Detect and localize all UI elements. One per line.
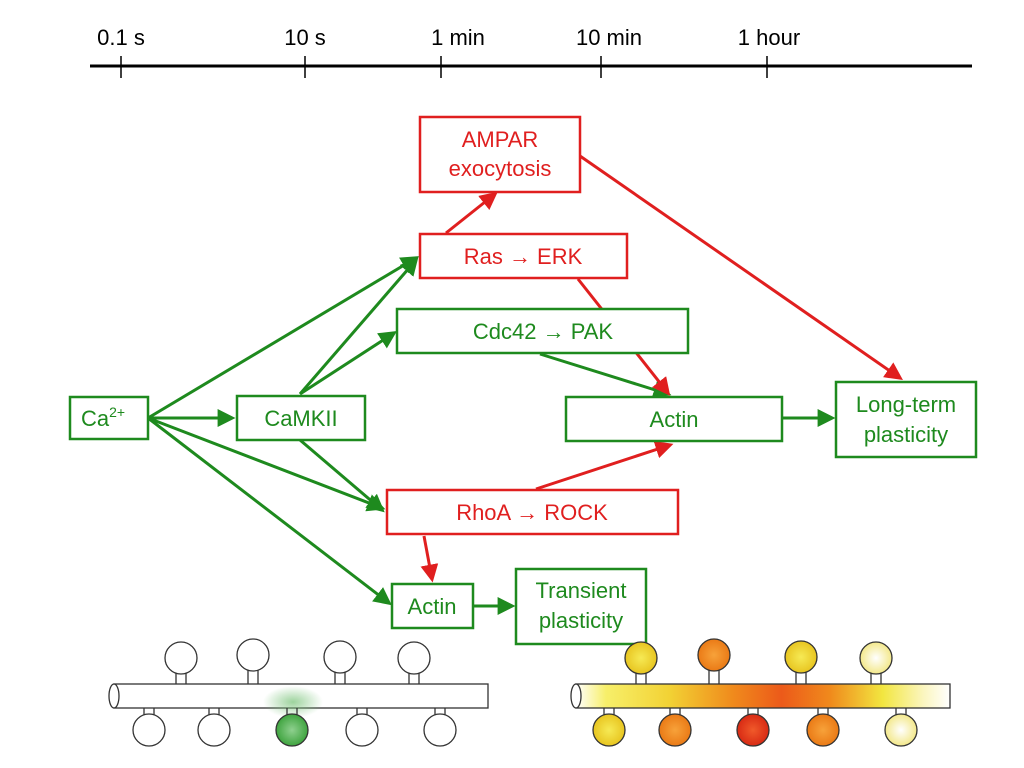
edge-ras-to-ampar xyxy=(445,191,498,235)
dendrite-long-term-illustration xyxy=(570,638,951,747)
dendritic-spine xyxy=(592,713,626,747)
tick-label: 1 min xyxy=(431,25,485,50)
node-cdc42-pak: Cdc42 → PAK xyxy=(395,307,690,355)
activation-glow xyxy=(263,686,323,718)
edge-camkii-to-rhoa xyxy=(299,438,385,513)
node-box xyxy=(385,488,680,536)
edges xyxy=(147,154,903,615)
node-label: Actin xyxy=(408,594,457,619)
dendritic-spine xyxy=(624,641,658,675)
node-actin-small: Actin xyxy=(390,582,475,630)
dendritic-spine xyxy=(164,641,198,675)
node-ampar-exocytosis: AMPAR exocytosis xyxy=(418,115,582,194)
node-box xyxy=(514,567,648,646)
node-label-line1: AMPAR xyxy=(462,127,539,152)
dendritic-spine xyxy=(197,713,231,747)
node-label: Actin xyxy=(650,407,699,432)
edge-ampar-to-longterm xyxy=(579,154,903,381)
dendritic-spine xyxy=(345,713,379,747)
dendritic-spine xyxy=(236,638,270,672)
node-label-line2: plasticity xyxy=(864,422,948,447)
node-ras-erk: Ras → ERK xyxy=(418,232,629,280)
tick-label: 10 s xyxy=(284,25,326,50)
node-label-line1: Transient xyxy=(536,578,627,603)
dendritic-spine xyxy=(859,641,893,675)
edge-cdc42-to-actin xyxy=(539,352,672,399)
dendrite-shaft xyxy=(575,683,951,709)
tick-label: 0.1 s xyxy=(97,25,145,50)
node-label-line2: exocytosis xyxy=(449,156,552,181)
node-box xyxy=(418,115,582,194)
dendritic-spine xyxy=(784,640,818,674)
dendritic-spine xyxy=(397,641,431,675)
node-camkii: CaMKII xyxy=(235,394,367,442)
node-label: CaMKII xyxy=(264,406,337,431)
node-long-term-plasticity: Long-term plasticity xyxy=(834,380,978,459)
node-box xyxy=(390,582,475,630)
node-label: RhoA → ROCK xyxy=(456,500,608,525)
edge-ca-to-ras xyxy=(147,256,420,420)
dendrite-end xyxy=(570,683,582,709)
dendritic-spine xyxy=(323,640,357,674)
activated-spine xyxy=(275,713,309,747)
node-label: Cdc42 → PAK xyxy=(473,319,614,344)
node-transient-plasticity: Transient plasticity xyxy=(514,567,648,646)
node-box xyxy=(68,395,150,441)
edge-ca-to-rhoa xyxy=(147,416,386,512)
node-box xyxy=(235,394,367,442)
edge-rhoa-to-actin xyxy=(535,440,674,491)
edge-camkii-to-cdc42 xyxy=(299,331,398,396)
node-label-line2: plasticity xyxy=(539,608,623,633)
svg-text:Ca2+: Ca2+ xyxy=(81,404,125,431)
node-label-line1: Long-term xyxy=(856,392,956,417)
tick-label: 1 hour xyxy=(738,25,800,50)
dendritic-spine xyxy=(806,713,840,747)
node-ca: Ca2+ xyxy=(68,395,150,441)
dendritic-spine xyxy=(736,713,770,747)
node-box xyxy=(834,380,978,459)
node-label-superscript: 2+ xyxy=(109,404,125,420)
edge-rhoa-to-actin-small xyxy=(420,535,439,583)
node-label: Ca xyxy=(81,406,110,431)
node-actin-main: Actin xyxy=(564,395,784,443)
dendritic-spine xyxy=(884,713,918,747)
node-label: Ras → ERK xyxy=(464,244,583,269)
timeline: 0.1 s 10 s 1 min 10 min 1 hour xyxy=(90,25,972,78)
edge-ca-to-actin-small xyxy=(147,416,392,606)
dendritic-spine xyxy=(658,713,692,747)
dendritic-spine xyxy=(132,713,166,747)
node-box xyxy=(395,307,690,355)
tick-label: 10 min xyxy=(576,25,642,50)
node-rhoa-rock: RhoA → ROCK xyxy=(385,488,680,536)
dendritic-spine xyxy=(697,638,731,672)
dendrite-transient-illustration xyxy=(108,638,489,747)
dendritic-spine xyxy=(423,713,457,747)
node-box xyxy=(564,395,784,443)
edge-camkii-to-ras xyxy=(298,257,419,395)
dendrite-end xyxy=(108,683,120,709)
node-box xyxy=(418,232,629,280)
